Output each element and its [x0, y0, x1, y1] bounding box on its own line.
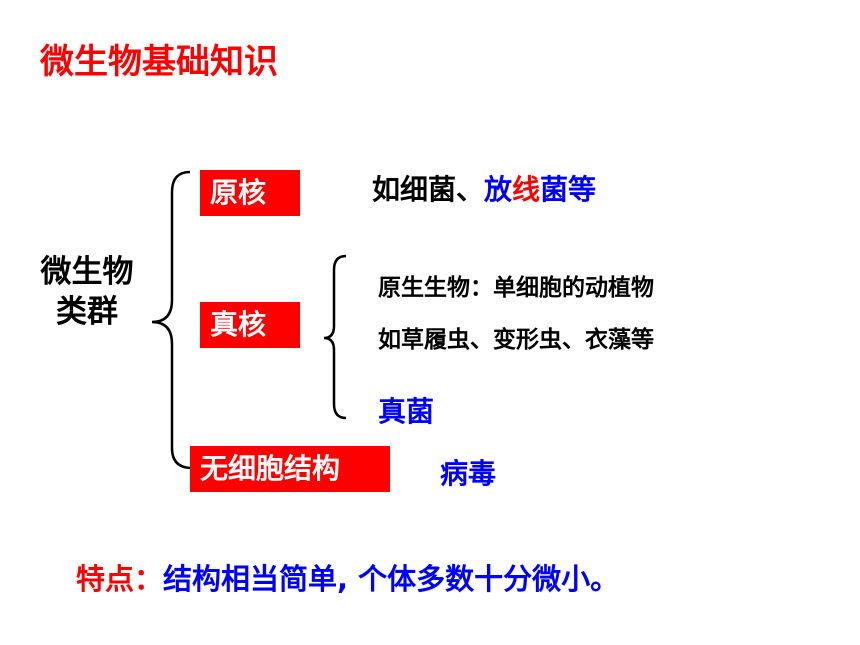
feature-label: 特点： [76, 562, 164, 596]
feature-text: 结构相当简单, 个体多数十分微小。 [163, 562, 620, 596]
group-label-line2: 类群 [56, 294, 118, 330]
acellular-box: 无细胞结构 [190, 446, 390, 492]
eukaryote-brace [323, 254, 347, 420]
prokaryote-example-blue1: 放 [484, 173, 513, 206]
feature-line: 特点：结构相当简单, 个体多数十分微小。 [76, 556, 619, 598]
eukaryote-box: 真核 [200, 302, 300, 348]
prokaryote-box: 原核 [200, 170, 300, 216]
prokaryote-example-red: 线 [512, 173, 541, 206]
protist-text: 原生生物：单细胞的动植物 如草履虫、变形虫、衣藻等 [378, 262, 654, 366]
protist-line2: 如草履虫、变形虫、衣藻等 [378, 327, 654, 353]
prokaryote-example-prefix: 如细菌、 [372, 173, 485, 206]
prokaryote-example-blue2: 菌等 [540, 173, 597, 206]
fungi-text: 真菌 [378, 395, 435, 428]
virus-text: 病毒 [440, 457, 497, 490]
page-title: 微生物基础知识 [40, 42, 278, 82]
group-label: 微生物 类群 [28, 252, 146, 332]
prokaryote-example: 如细菌、放线菌等 [372, 168, 596, 208]
main-brace [151, 170, 193, 470]
protist-line1: 原生生物：单细胞的动植物 [378, 275, 654, 301]
group-label-line1: 微生物 [40, 254, 134, 290]
